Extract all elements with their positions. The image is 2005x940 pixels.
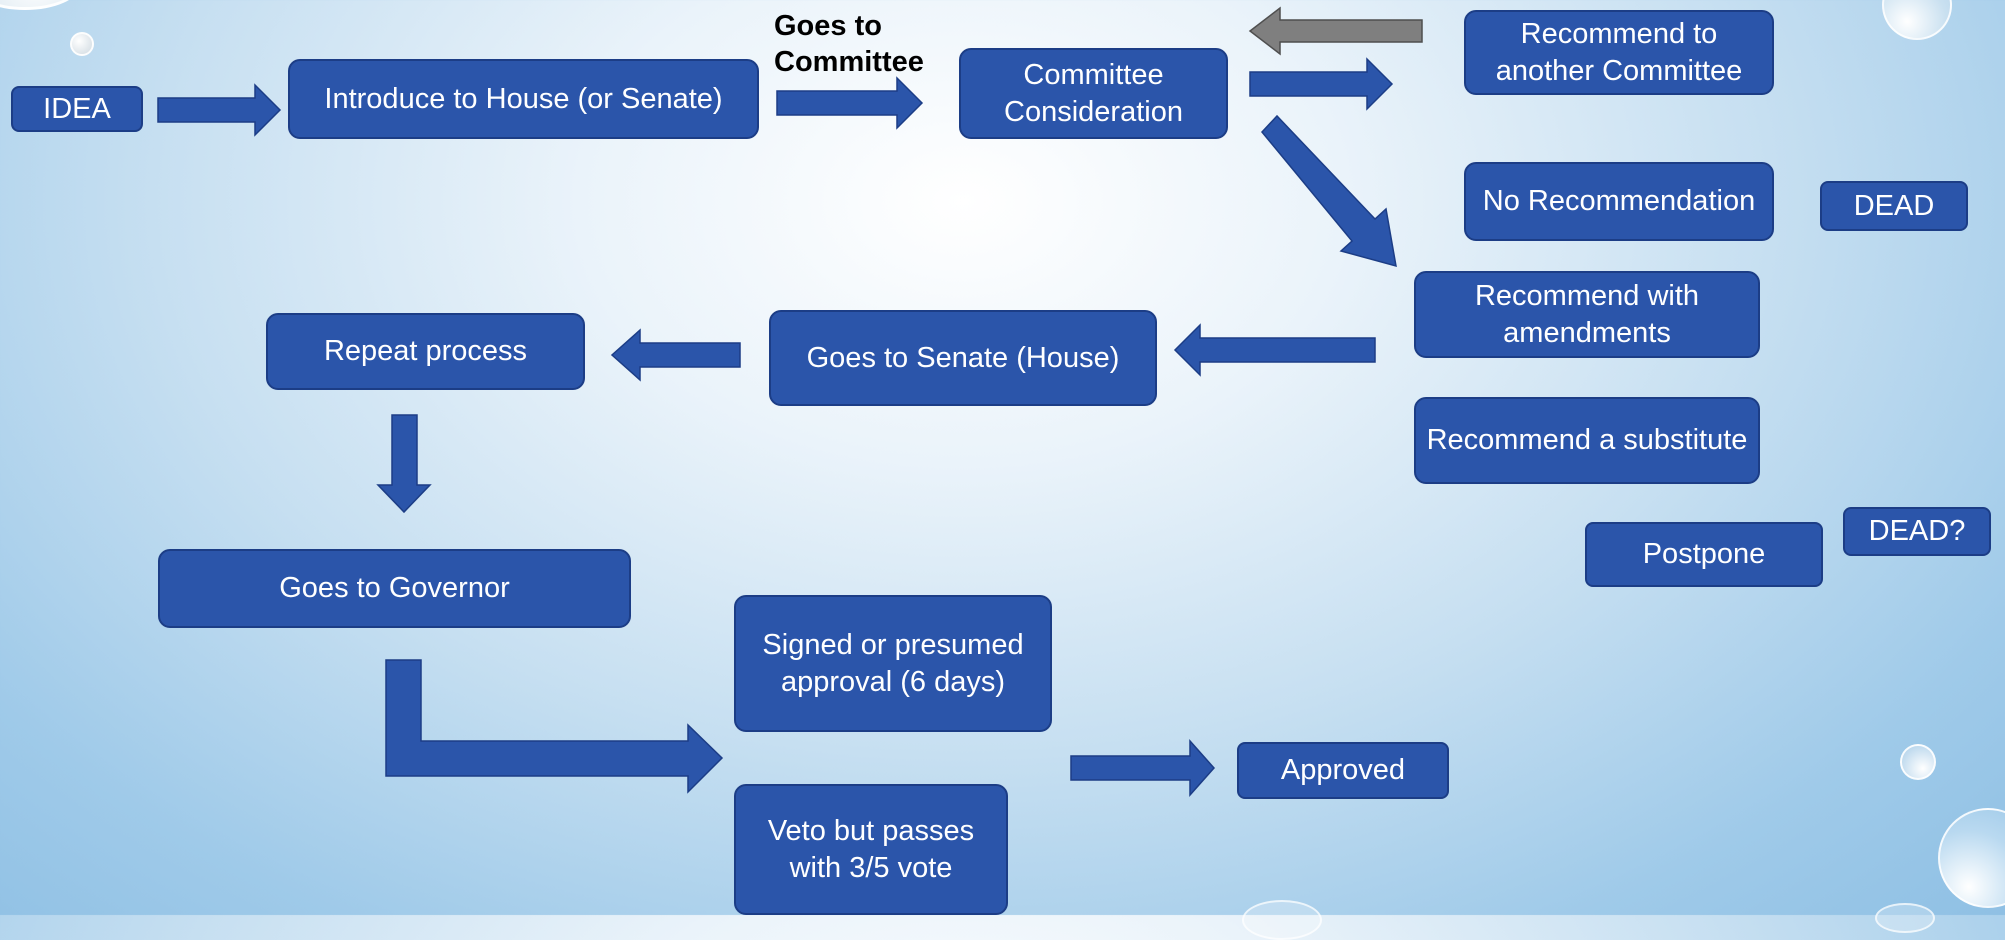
edge-label-goes-to-committee: Goes to Committee bbox=[774, 10, 924, 78]
node-dead-question: DEAD? bbox=[1843, 507, 1991, 556]
arrow-introduce-to-committee bbox=[776, 76, 924, 130]
node-committee-consideration: Committee Consideration bbox=[959, 48, 1228, 139]
arrow-committee-to-recommend-another bbox=[1249, 57, 1394, 111]
node-recommend-another-committee: Recommend to another Committee bbox=[1464, 10, 1774, 95]
arrow-return-to-committee bbox=[1248, 6, 1423, 56]
node-introduce: Introduce to House (or Senate) bbox=[288, 59, 759, 139]
node-postpone: Postpone bbox=[1585, 522, 1823, 587]
node-recommend-with-amendments: Recommend with amendments bbox=[1414, 271, 1760, 358]
arrow-governor-to-signed bbox=[385, 659, 724, 794]
arrows-layer bbox=[157, 6, 1423, 797]
water-droplet-decoration bbox=[70, 32, 94, 56]
arrow-amendments-to-senate bbox=[1173, 323, 1376, 377]
node-repeat-process: Repeat process bbox=[266, 313, 585, 390]
arrow-senate-to-repeat bbox=[610, 328, 741, 382]
node-veto-passes: Veto but passes with 3/5 vote bbox=[734, 784, 1008, 915]
arrow-repeat-to-governor bbox=[376, 414, 432, 514]
water-droplet-decoration bbox=[1242, 900, 1322, 940]
node-goes-to-governor: Goes to Governor bbox=[158, 549, 631, 628]
arrow-committee-to-amendments bbox=[1261, 114, 1397, 268]
node-no-recommendation: No Recommendation bbox=[1464, 162, 1774, 241]
node-dead: DEAD bbox=[1820, 181, 1968, 231]
node-idea: IDEA bbox=[11, 86, 143, 132]
node-approved: Approved bbox=[1237, 742, 1449, 799]
node-recommend-substitute: Recommend a substitute bbox=[1414, 397, 1760, 484]
water-droplet-decoration bbox=[1875, 903, 1935, 933]
arrow-signed-to-approved bbox=[1070, 739, 1216, 797]
node-goes-to-senate: Goes to Senate (House) bbox=[769, 310, 1157, 406]
node-signed-or-presumed-approval: Signed or presumed approval (6 days) bbox=[734, 595, 1052, 732]
arrow-idea-to-introduce bbox=[157, 83, 282, 137]
water-droplet-decoration bbox=[1900, 744, 1936, 780]
